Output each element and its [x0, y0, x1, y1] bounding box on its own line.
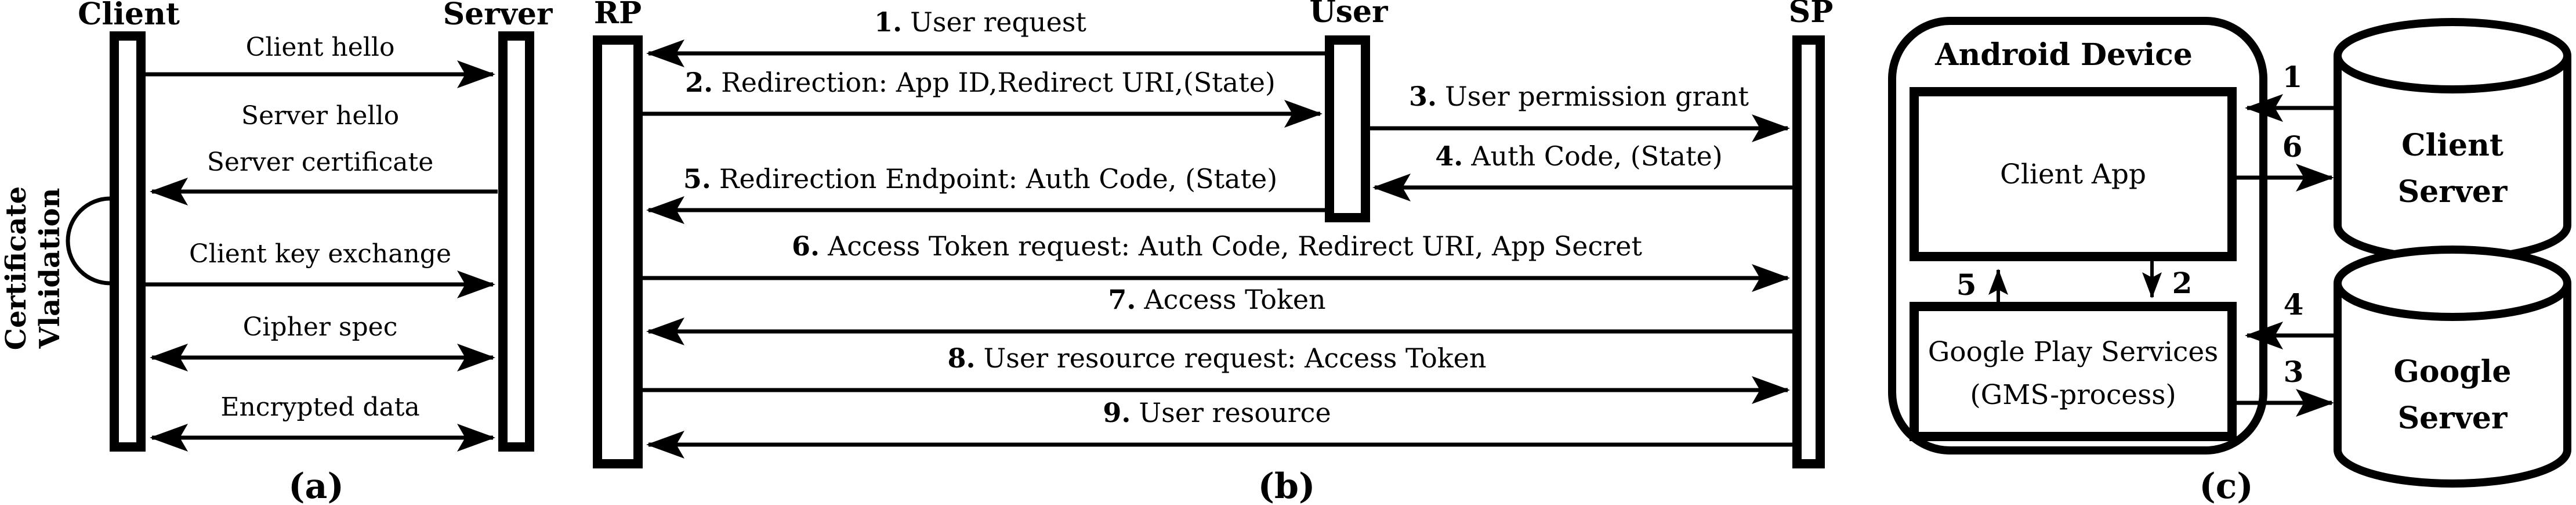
google-server-label-line1: Google — [2394, 354, 2512, 389]
message-number: 5. — [683, 163, 711, 194]
message-text: Access Token request: Auth Code, Redirec… — [827, 230, 1642, 262]
cylinder-body — [2334, 283, 2571, 488]
message-6-access-token-request: 6.Access Token request: Auth Code, Redir… — [643, 230, 1790, 292]
actor-client-label: Client — [78, 0, 180, 32]
server-lifeline-bar — [498, 31, 534, 452]
message-text: Redirection: App ID,Redirect URI,(State) — [721, 67, 1276, 98]
client-server-label-line1: Client — [2401, 128, 2503, 163]
message-label: Server hello — [241, 101, 399, 131]
arrow-1-label: 1 — [2282, 60, 2303, 94]
message-2-redirection: 2. Redirection: App ID,Redirect URI,(Stat… — [643, 67, 1323, 128]
message-number: 3. — [1409, 81, 1437, 112]
client-lifeline-bar — [110, 31, 146, 452]
client-server-label-line2: Server — [2398, 174, 2508, 210]
message-3-user-permission-grant: 3. User permission grant — [1370, 81, 1790, 142]
message-number: 2. — [685, 67, 713, 98]
actor-server-label: Server — [443, 0, 553, 32]
gms-label-line1: Google Play Services — [1928, 336, 2219, 368]
arrow-6-label: 6 — [2282, 129, 2303, 164]
arrow-5-label: 5 — [1957, 268, 1977, 302]
message-9-user-resource: 9. User resource — [646, 397, 1792, 459]
message-number: 7. — [1108, 284, 1136, 315]
message-number: 1. — [874, 6, 902, 38]
message-label: 1.User request — [874, 6, 1086, 38]
panel-b-oauth-sequence: RP User SP 1.User request 2. Redirection:… — [593, 0, 1834, 505]
message-label: 7.Access Token — [1108, 284, 1325, 315]
message-1-user-request: 1.User request — [646, 6, 1325, 67]
message-text: User permission grant — [1445, 81, 1749, 112]
message-text: Redirection Endpoint: Auth Code, (State) — [719, 163, 1277, 194]
android-device-title: Android Device — [1934, 37, 2193, 73]
message-number: 4. — [1435, 140, 1463, 172]
message-label: Client key exchange — [189, 239, 451, 269]
panel-a-tls-sequence: Client Server Certificate Vlaidation Cli… — [0, 0, 553, 505]
panel-c-android-architecture: Android Device Client App Google Play Se… — [1888, 17, 2571, 505]
message-label: Cipher spec — [243, 312, 398, 342]
message-text: User resource request: Access Token — [984, 342, 1487, 374]
sp-lifeline-bar — [1792, 35, 1825, 468]
arrow-3-label: 3 — [2284, 355, 2304, 389]
message-label: 8. User resource request: Access Token — [947, 342, 1486, 374]
message-8-user-resource-request: 8. User resource request: Access Token — [643, 342, 1790, 404]
client-server-cylinder: Client Server — [2334, 18, 2571, 263]
message-text: Auth Code, (State) — [1470, 140, 1722, 172]
message-7-access-token: 7.Access Token — [646, 284, 1792, 345]
side-note-line2: Vlaidation — [34, 188, 66, 349]
actor-user-label: User — [1309, 0, 1388, 30]
message-number: 9. — [1103, 397, 1131, 428]
side-note-line1: Certificate — [0, 186, 32, 350]
message-4-auth-code: 4.Auth Code, (State) — [1372, 140, 1792, 201]
client-app-box — [1910, 87, 2237, 261]
user-lifeline-bar — [1325, 35, 1370, 222]
gms-box — [1910, 302, 2237, 441]
panel-a-caption: (a) — [288, 466, 344, 505]
cylinder-top — [2334, 246, 2571, 321]
client-app-label: Client App — [2000, 158, 2146, 190]
message-number: 6. — [792, 230, 820, 262]
message-label: 2. Redirection: App ID,Redirect URI,(Stat… — [685, 67, 1276, 98]
arrow-4-label: 4 — [2284, 287, 2304, 322]
message-text: User request — [910, 6, 1086, 38]
gms-label-line2: (GMS-process) — [1970, 379, 2176, 411]
message-label: 6.Access Token request: Auth Code, Redir… — [792, 230, 1642, 262]
message-client-key-exchange: Client key exchange — [145, 239, 495, 298]
message-label: 5. Redirection Endpoint: Auth Code, (Stat… — [683, 163, 1277, 194]
panel-c-caption: (c) — [2199, 466, 2253, 505]
message-server-hello-certificate: Server hello Server certificate — [150, 101, 498, 205]
message-label-line2: Server certificate — [207, 147, 434, 177]
message-encrypted-data: Encrypted data — [150, 392, 495, 452]
message-client-hello: Client hello — [145, 33, 495, 88]
message-text: Access Token — [1143, 284, 1325, 315]
message-5-redirection-endpoint: 5. Redirection Endpoint: Auth Code, (Stat… — [646, 163, 1325, 224]
message-label: 4.Auth Code, (State) — [1435, 140, 1722, 172]
message-text: User resource — [1139, 397, 1331, 428]
message-number: 8. — [947, 342, 975, 374]
google-server-label-line2: Server — [2398, 401, 2508, 436]
actor-rp-label: RP — [594, 0, 642, 31]
message-label: Client hello — [246, 33, 395, 62]
rp-lifeline-bar — [593, 35, 643, 468]
message-label: 9. User resource — [1103, 397, 1331, 428]
message-label: 3. User permission grant — [1409, 81, 1749, 112]
arrow-2-label: 2 — [2172, 266, 2193, 300]
panel-b-caption: (b) — [1258, 466, 1316, 505]
cylinder-top — [2334, 18, 2571, 93]
actor-sp-label: SP — [1789, 0, 1834, 30]
certificate-validation-loop-arc — [66, 196, 111, 286]
message-cipher-spec: Cipher spec — [150, 312, 495, 371]
message-label: Encrypted data — [220, 392, 419, 422]
google-server-cylinder: Google Server — [2334, 246, 2571, 488]
